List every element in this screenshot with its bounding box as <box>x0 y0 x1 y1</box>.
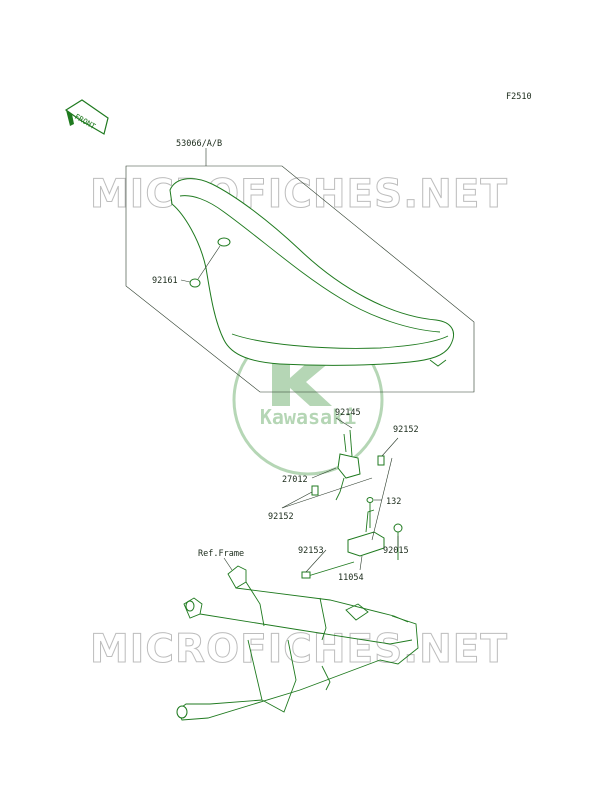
part-label: 92152 <box>268 512 294 522</box>
svg-text:Kawasaki: Kawasaki <box>260 405 356 429</box>
part-label: 92015 <box>383 546 409 556</box>
frame <box>176 565 419 721</box>
seat-bracket <box>311 429 385 501</box>
part-label: 11054 <box>338 573 364 583</box>
bolt-132 <box>366 497 374 528</box>
part-label: 92152 <box>393 425 419 435</box>
grommet-92161 <box>180 245 221 288</box>
part-label: 92161 <box>152 276 178 286</box>
part-label: 53066/A/B <box>176 139 222 149</box>
seat-outline-box <box>125 165 475 393</box>
leader-lines <box>205 148 399 573</box>
watermark-bottom: MICROFICHES.NET <box>90 627 508 672</box>
part-label: 27012 <box>282 475 308 485</box>
figure-code: F2510 <box>506 92 532 102</box>
watermark-top: MICROFICHES.NET <box>90 172 508 217</box>
ref-frame-label: Ref.Frame <box>198 549 244 559</box>
part-label: 92153 <box>298 546 324 556</box>
mount-bracket <box>347 509 385 557</box>
seat <box>169 178 454 367</box>
part-label: 132 <box>386 497 401 507</box>
part-label: 92145 <box>335 408 361 418</box>
kawasaki-logo: Kawasaki <box>232 324 384 476</box>
front-arrow-icon: FRONT <box>64 99 109 135</box>
